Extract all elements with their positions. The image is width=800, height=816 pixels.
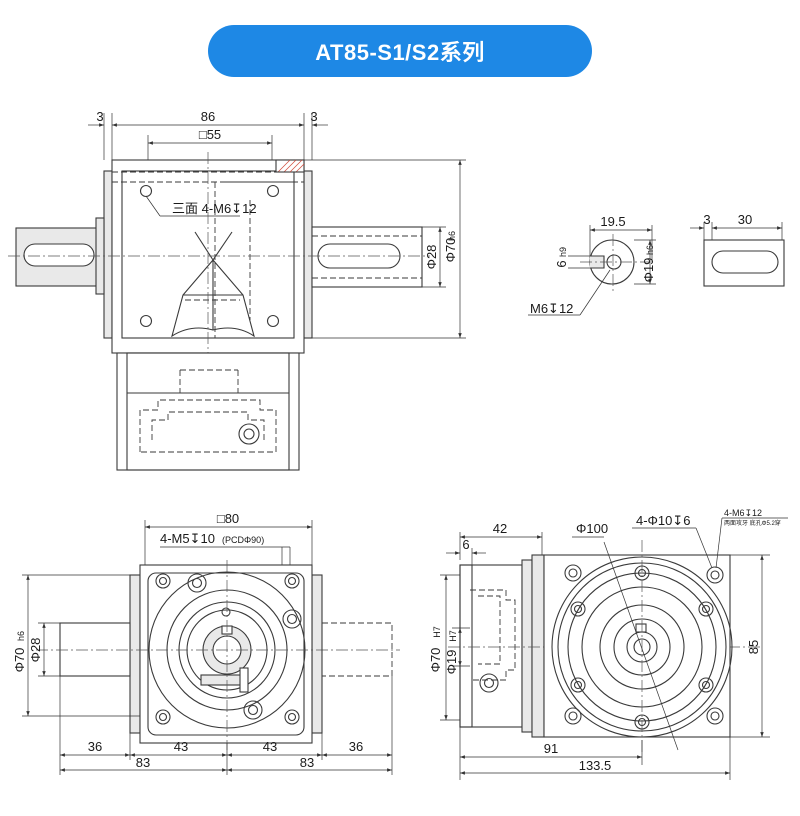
side-pitch-dia-note: Φ100 <box>576 521 608 536</box>
bottom-dim-right-half: 43 <box>263 739 277 754</box>
bottom-dim-right-total: 83 <box>300 755 314 770</box>
bottom-pcd-note: (PCDΦ90) <box>222 535 264 545</box>
front-tapped-holes-note: 三面 4-M6↧12 <box>172 201 257 216</box>
shaft-end-view: 19.5 6 h9 Φ19 h6 M6↧12 <box>528 214 656 316</box>
side-through-holes-note: 4-Φ10↧6 <box>636 513 691 528</box>
bottom-dim-body-dia-tol: h6 <box>16 631 26 641</box>
shaft-end-thread-note: M6↧12 <box>530 301 573 316</box>
series-title: AT85-S1/S2系列 <box>315 40 485 65</box>
side-dim-height: 85 <box>746 640 761 654</box>
side-view: 42 6 Φ70 H7 Φ19 H7 <box>428 508 788 780</box>
front-dim-shaft-dia: Φ28 <box>424 245 439 270</box>
key-view-offset: 3 <box>703 212 710 227</box>
front-dim-3-right: 3 <box>310 109 317 124</box>
bottom-dim-square-80: □80 <box>217 511 239 526</box>
side-dim-half-length: 91 <box>544 741 558 756</box>
key-view-length: 30 <box>738 212 752 227</box>
shaft-end-dia-tol: h6 <box>645 245 655 255</box>
bottom-dim-body-dia: Φ70 <box>12 648 27 673</box>
side-dim-offset: 6 <box>462 537 469 552</box>
bottom-dim-right-shaft: 36 <box>349 739 363 754</box>
front-dim-3-left: 3 <box>96 109 103 124</box>
front-dim-square-55: □55 <box>199 127 221 142</box>
bottom-dim-left-shaft: 36 <box>88 739 102 754</box>
bottom-dim-left-half: 43 <box>174 739 188 754</box>
key-view: 3 30 <box>690 212 785 287</box>
side-dim-bore-outer: Φ70 <box>428 648 443 673</box>
title-banner: AT85-S1/S2系列 <box>208 25 592 77</box>
side-dim-bore-inner-tol: H7 <box>448 630 458 642</box>
side-tapped-holes-note: 4-M6↧12 <box>724 508 762 518</box>
shaft-end-dim-19-5: 19.5 <box>600 214 625 229</box>
side-dim-bore-outer-tol: H7 <box>432 626 442 638</box>
front-view: 3 86 3 □55 <box>8 109 466 471</box>
bottom-dim-shaft-dia: Φ28 <box>28 638 43 663</box>
shaft-end-key-width-tol: h9 <box>558 247 568 257</box>
side-dim-total-length: 133.5 <box>579 758 612 773</box>
bottom-dim-left-total: 83 <box>136 755 150 770</box>
side-dim-depth: 42 <box>493 521 507 536</box>
shaft-end-dia: Φ19 <box>641 258 656 283</box>
front-dim-body-dia: Φ70 <box>443 238 458 263</box>
side-tapped-holes-subnote: 两面攻牙 底孔Φ5.2穿 <box>724 519 781 527</box>
side-dim-bore-inner: Φ19 <box>444 650 459 675</box>
front-dim-86: 86 <box>201 109 215 124</box>
bottom-holes-note: 4-M5↧10 <box>160 531 215 546</box>
shaft-end-key-width: 6 <box>554 260 569 267</box>
bottom-view: □80 4-M5↧10 (PCDΦ90) <box>12 511 400 775</box>
front-dim-body-dia-tol: h6 <box>447 231 457 241</box>
